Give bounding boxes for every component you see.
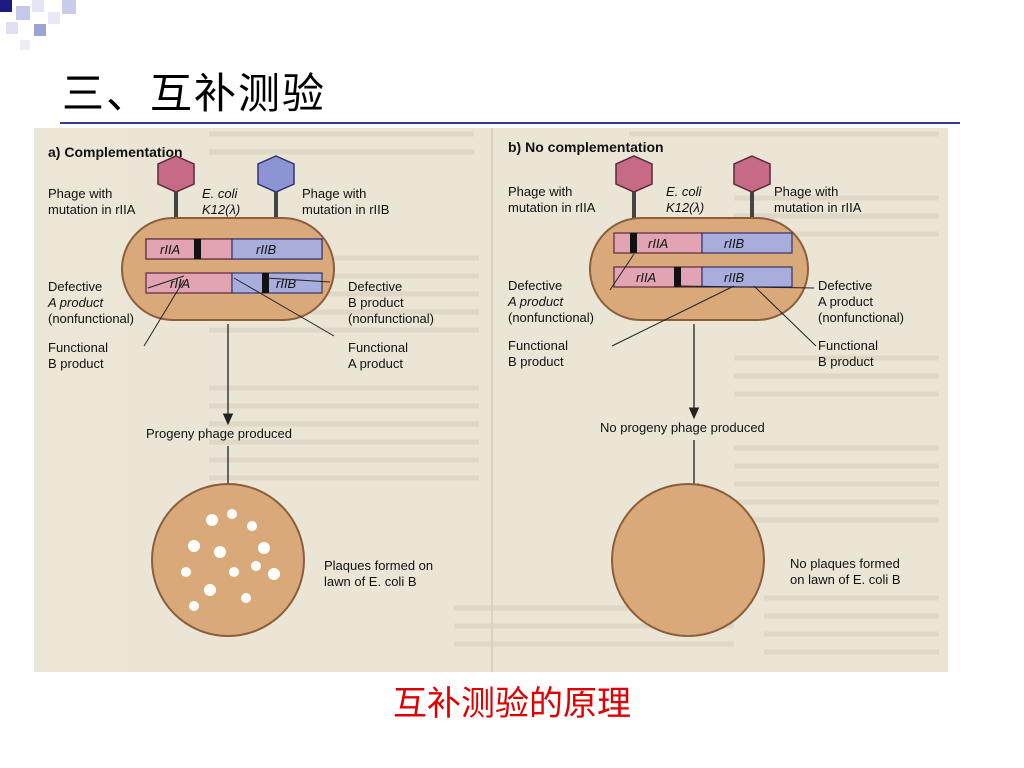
ecoli-label: E. coli K12(λ) <box>202 186 241 217</box>
petri-plate <box>611 483 765 637</box>
gene-a-label: rIIA <box>160 242 180 257</box>
phage-left-label: Phage with mutation in rIIA <box>48 186 136 217</box>
gene-b-label: rIIB <box>256 242 277 257</box>
phage-right-icon <box>257 155 295 220</box>
defective-a-label: Defective A product (nonfunctional) <box>507 278 594 325</box>
corner-square <box>48 12 60 24</box>
phage-chromosome-1: rIIA rIIB <box>145 238 323 260</box>
corner-square <box>6 22 18 34</box>
corner-square <box>32 0 44 12</box>
phage-left-label: Phage with mutation in rIIA <box>508 184 596 215</box>
defective-a-label: Defective A product (nonfunctional) <box>47 279 134 326</box>
plate-label: Plaques formed on lawn of E. coli B <box>324 558 437 589</box>
ecoli-label: E. coli K12(λ) <box>666 184 705 215</box>
phage-chromosome-2: rIIA rIIB <box>145 272 323 294</box>
figure-drawing: a) Complementation Phage with mutation i… <box>34 128 948 672</box>
gene-a-label: rIIA <box>170 276 190 291</box>
panel-b-heading: b) No complementation <box>508 139 664 155</box>
defective-a-right-label: Defective A product (nonfunctional) <box>818 278 904 325</box>
corner-square <box>34 24 46 36</box>
plate-label: No plaques formed on lawn of E. coli B <box>790 556 903 587</box>
corner-square <box>16 6 30 20</box>
gene-b-label: rIIB <box>724 236 745 251</box>
defective-b-label: Defective B product (nonfunctional) <box>348 279 434 326</box>
functional-a-label: Functional A product <box>348 340 412 371</box>
result-label: Progeny phage produced <box>146 426 292 441</box>
phage-right-icon <box>733 155 771 220</box>
result-label: No progeny phage produced <box>600 420 765 435</box>
gene-a-label: rIIA <box>636 270 656 285</box>
functional-b-label: Functional B product <box>508 338 572 369</box>
gene-b-label: rIIB <box>276 276 297 291</box>
petri-plate <box>151 483 305 637</box>
gene-b-label: rIIB <box>724 270 745 285</box>
phage-chromosome-1: rIIA rIIB <box>613 232 793 254</box>
pointer-lines <box>143 275 335 347</box>
complementation-figure: a) Complementation Phage with mutation i… <box>34 128 948 672</box>
corner-square <box>62 0 76 14</box>
pointer-lines <box>609 253 817 347</box>
phage-right-label: Phage with mutation in rIIB <box>302 186 389 217</box>
plaques <box>181 509 280 611</box>
gene-a-label: rIIA <box>648 236 668 251</box>
panel-b-no-complementation: b) No complementation Phage with mutatio… <box>507 139 904 637</box>
panel-a-complementation: a) Complementation Phage with mutation i… <box>47 144 437 637</box>
phage-left-icon <box>157 155 195 220</box>
functional-b-right-label: Functional B product <box>818 338 882 369</box>
title-divider <box>60 122 960 124</box>
phage-left-icon <box>615 155 653 220</box>
page-title: 三、互补测验 <box>62 69 327 118</box>
bacterial-cell <box>121 217 335 321</box>
panel-a-heading: a) Complementation <box>48 144 183 160</box>
phage-chromosome-2: rIIA rIIB <box>613 266 793 288</box>
phage-right-label: Phage with mutation in rIIA <box>774 184 862 215</box>
functional-b-label: Functional B product <box>48 340 112 371</box>
corner-square <box>0 0 12 12</box>
figure-caption: 互补测验的原理 <box>393 684 631 724</box>
corner-square <box>20 40 30 50</box>
